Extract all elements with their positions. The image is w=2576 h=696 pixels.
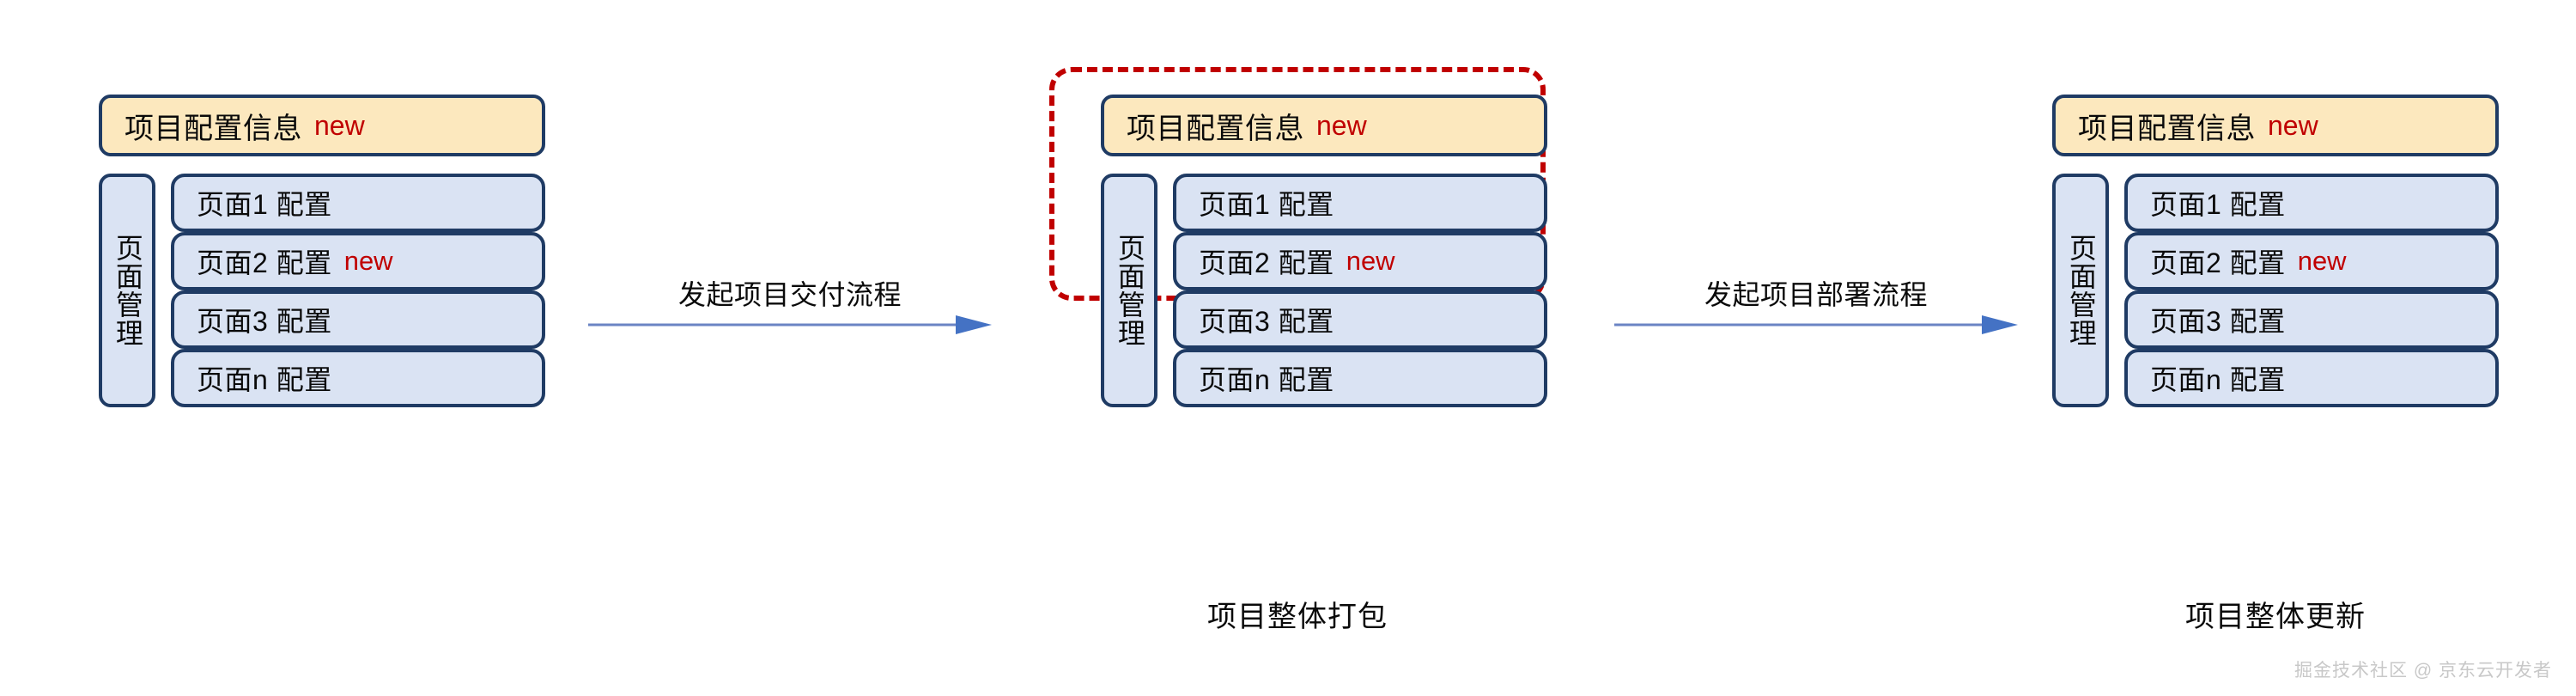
project-config-header-middle[interactable]: 项目配置信息 new <box>1101 95 1547 156</box>
caption-right: 项目整体更新 <box>2185 601 2366 633</box>
group-body-middle: 页面管理 页面1 配置 页面2 配置 new 页面3 配置 页面n 配置 <box>1101 174 1547 407</box>
page-config-label: 页面n 配置 <box>2150 364 2286 395</box>
header-title: 项目配置信息 <box>125 112 302 145</box>
sidebar-label: 页面管理 <box>1114 234 1145 347</box>
page-new-badge: new <box>2297 246 2347 276</box>
header-title: 项目配置信息 <box>2078 112 2256 145</box>
page-config-list-right: 页面1 配置 页面2 配置 new 页面3 配置 页面n 配置 <box>2124 174 2499 407</box>
group-left: 项目配置信息 new 页面管理 页面1 配置 页面2 配置 new 页面3 配置 <box>99 95 545 407</box>
page-config-card[interactable]: 页面1 配置 <box>1173 174 1547 232</box>
page-config-card[interactable]: 页面n 配置 <box>1173 349 1547 407</box>
page-config-card[interactable]: 页面3 配置 <box>2124 290 2499 349</box>
page-config-label: 页面3 配置 <box>2150 306 2286 337</box>
page-new-badge: new <box>343 246 393 276</box>
group-middle: 项目配置信息 new 页面管理 页面1 配置 页面2 配置 new 页面3 配置 <box>1101 95 1547 407</box>
page-config-label: 页面3 配置 <box>1199 306 1334 337</box>
page-config-label: 页面1 配置 <box>1199 189 1334 220</box>
arrow-2-label: 发起项目部署流程 <box>1704 279 1928 310</box>
page-config-list-middle: 页面1 配置 页面2 配置 new 页面3 配置 页面n 配置 <box>1173 174 1547 407</box>
page-config-card[interactable]: 页面3 配置 <box>1173 290 1547 349</box>
page-config-card[interactable]: 页面2 配置 new <box>171 232 545 290</box>
arrow-2: 发起项目部署流程 <box>1614 279 2018 335</box>
page-config-card[interactable]: 页面n 配置 <box>171 349 545 407</box>
arrow-1-label: 发起项目交付流程 <box>677 279 902 310</box>
arrow-2-glyph <box>1614 315 2018 334</box>
page-management-sidebar-left[interactable]: 页面管理 <box>99 174 155 407</box>
sidebar-label: 页面管理 <box>2065 234 2097 347</box>
group-body-right: 页面管理 页面1 配置 页面2 配置 new 页面3 配置 页面n 配置 <box>2052 174 2499 407</box>
page-config-label: 页面1 配置 <box>2150 189 2286 220</box>
page-config-label: 页面n 配置 <box>197 364 332 395</box>
arrow-1-glyph <box>588 315 992 334</box>
page-config-card[interactable]: 页面1 配置 <box>2124 174 2499 232</box>
page-management-sidebar-middle[interactable]: 页面管理 <box>1101 174 1157 407</box>
caption-middle: 项目整体打包 <box>1207 601 1388 633</box>
project-config-header-left[interactable]: 项目配置信息 new <box>99 95 545 156</box>
page-config-label: 页面3 配置 <box>197 306 332 337</box>
watermark: 掘金技术社区 @ 京东云开发者 <box>2294 661 2552 681</box>
page-config-label: 页面2 配置 <box>197 247 332 278</box>
page-config-label: 页面n 配置 <box>1199 364 1334 395</box>
header-title: 项目配置信息 <box>1127 112 1304 145</box>
page-config-label: 页面2 配置 <box>2150 247 2286 278</box>
group-body-left: 页面管理 页面1 配置 页面2 配置 new 页面3 配置 页面n 配置 <box>99 174 545 407</box>
page-new-badge: new <box>1346 246 1395 276</box>
header-new-badge: new <box>2268 109 2318 141</box>
group-right: 项目配置信息 new 页面管理 页面1 配置 页面2 配置 new 页面3 配置 <box>2052 95 2499 407</box>
page-config-label: 页面1 配置 <box>197 189 332 220</box>
header-new-badge: new <box>1316 109 1367 141</box>
page-config-card[interactable]: 页面n 配置 <box>2124 349 2499 407</box>
page-config-card[interactable]: 页面2 配置 new <box>1173 232 1547 290</box>
page-config-card[interactable]: 页面1 配置 <box>171 174 545 232</box>
page-config-card[interactable]: 页面3 配置 <box>171 290 545 349</box>
sidebar-label: 页面管理 <box>112 234 143 347</box>
page-config-label: 页面2 配置 <box>1199 247 1334 278</box>
project-config-header-right[interactable]: 项目配置信息 new <box>2052 95 2499 156</box>
header-new-badge: new <box>314 109 365 141</box>
page-config-card[interactable]: 页面2 配置 new <box>2124 232 2499 290</box>
arrow-1: 发起项目交付流程 <box>588 279 992 335</box>
page-config-list-left: 页面1 配置 页面2 配置 new 页面3 配置 页面n 配置 <box>171 174 545 407</box>
page-management-sidebar-right[interactable]: 页面管理 <box>2052 174 2109 407</box>
